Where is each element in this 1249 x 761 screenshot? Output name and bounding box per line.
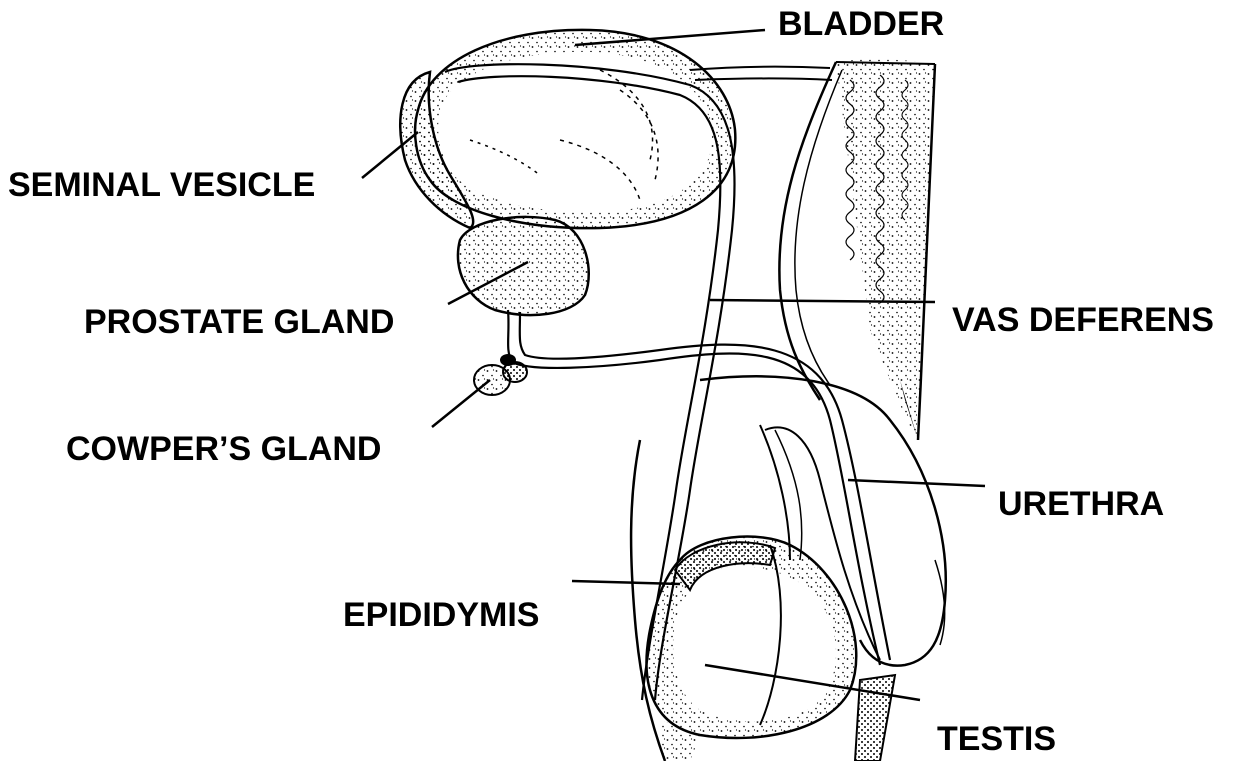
label-epididymis: EPIDIDYMIS xyxy=(343,598,539,632)
label-cowpers-gland: COWPER’S GLAND xyxy=(66,432,381,466)
cowpers-gland xyxy=(474,354,527,395)
label-vas-deferens: VAS DEFERENS xyxy=(952,303,1214,337)
label-seminal-vesicle: SEMINAL VESICLE xyxy=(8,168,315,202)
prostate-gland xyxy=(458,217,589,315)
label-prostate-gland: PROSTATE GLAND xyxy=(84,305,394,339)
label-bladder: BLADDER xyxy=(778,7,944,41)
label-testis: TESTIS xyxy=(937,722,1056,756)
leader-epididymis xyxy=(572,581,680,584)
body-wall xyxy=(836,59,935,440)
leader-cowpers-gland xyxy=(432,380,490,427)
leader-urethra xyxy=(848,480,985,486)
label-urethra: URETHRA xyxy=(998,487,1164,521)
